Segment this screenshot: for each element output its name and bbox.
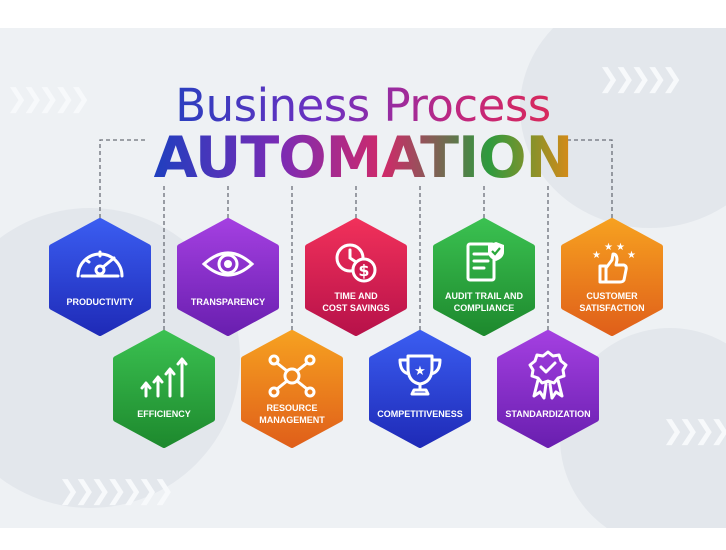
rising-arrows-icon (140, 357, 188, 398)
top-band (0, 0, 726, 28)
bottom-band (0, 528, 726, 550)
chevron-decoration-icon: ❯❯❯❯❯ (598, 64, 683, 94)
eye-icon (201, 251, 255, 277)
svg-text:$: $ (358, 261, 369, 280)
chevron-decoration-icon: ❯❯❯❯❯❯❯ (58, 476, 174, 506)
card-label: COMPETITIVENESS (377, 409, 463, 419)
card-standardization: STANDARDIZATION (494, 330, 602, 448)
svg-text:★: ★ (414, 364, 426, 379)
clock-dollar-icon: $ (335, 243, 377, 283)
card-competitiveness: ★ COMPETITIVENESS (366, 330, 474, 448)
card-label: PRODUCTIVITY (66, 297, 134, 307)
checklist-shield-icon (466, 242, 504, 282)
card-transparency: TRANSPARENCY (174, 218, 282, 336)
card-label: EFFICIENCY (137, 409, 191, 419)
svg-text:★: ★ (627, 250, 636, 261)
svg-text:★: ★ (616, 242, 625, 253)
title-line-1: Business Process (175, 79, 551, 132)
svg-text:★: ★ (604, 242, 613, 253)
card-efficiency: EFFICIENCY (110, 330, 218, 448)
network-icon (268, 354, 316, 398)
card-productivity: PRODUCTIVITY (46, 218, 154, 336)
svg-text:★: ★ (592, 250, 601, 261)
card-label: STANDARDIZATION (505, 409, 591, 419)
speedometer-icon (76, 250, 124, 278)
chevron-decoration-icon: ❯❯❯❯❯ (6, 84, 91, 114)
card-label: TRANSPARENCY (190, 297, 266, 307)
chevron-decoration-icon: ❯❯❯❯ (662, 416, 726, 446)
trophy-icon: ★ (398, 354, 442, 396)
thumbs-up-stars-icon: ★★★★ (592, 242, 636, 284)
connector-line (99, 139, 145, 218)
award-badge-icon (528, 350, 568, 400)
connector-line (568, 139, 613, 218)
title-line-2: AUTOMATION (153, 125, 574, 191)
